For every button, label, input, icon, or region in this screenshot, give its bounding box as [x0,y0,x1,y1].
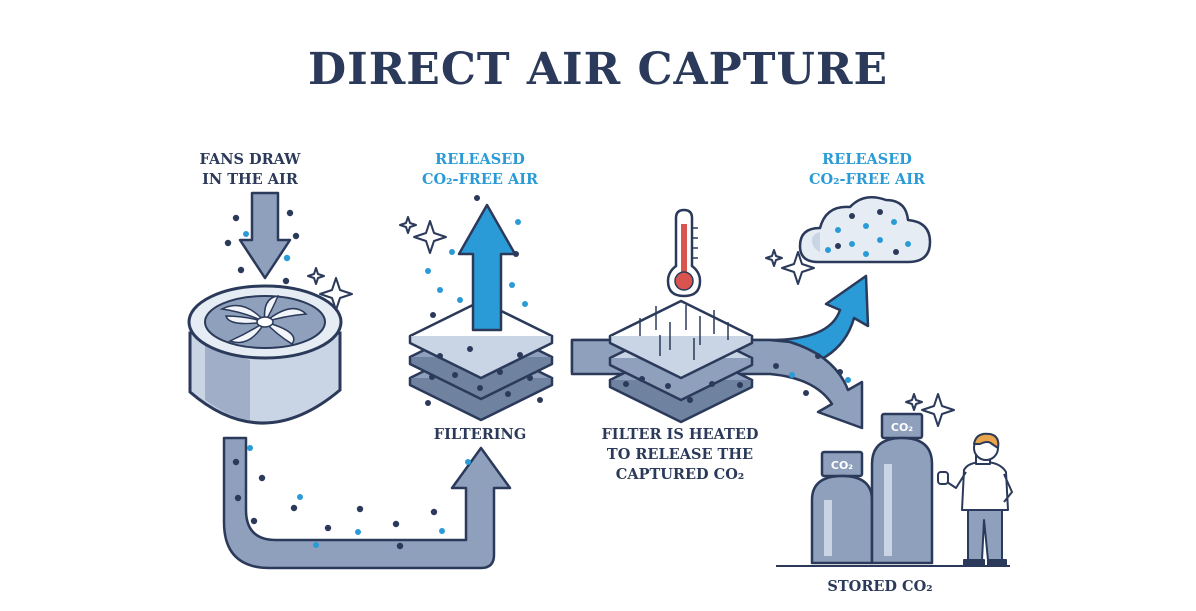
cloud-icon [798,195,932,264]
label-released-2-line2: CO₂-FREE AIR [808,171,926,188]
filter-1-particles [425,346,543,406]
thermometer-icon [666,208,702,298]
air-intake-arrow [238,191,292,280]
label-heated-line3: CAPTURED CO₂ [615,466,745,483]
air-duct [222,436,512,570]
label-heated-line2: TO RELEASE THE [606,446,754,463]
label-released-2-line1: RELEASED [822,151,912,168]
sparkle-icon [307,216,955,427]
label-fans-line2: IN THE AIR [202,171,298,188]
intake-particles [224,209,300,298]
co2-free-air-arrow-1 [457,203,517,332]
output-particles [773,353,851,396]
person-icon [937,432,1013,567]
filter-stack-2 [608,299,754,424]
label-filtering: FILTERING [433,426,527,443]
label-released-1-line2: CO₂-FREE AIR [421,171,539,188]
label-stored: STORED CO₂ [827,578,933,595]
filter-stack-1 [408,299,554,422]
released-particles-1 [425,195,528,318]
tank-small-label: CO₂ [831,459,853,472]
label-heated-line1: FILTER IS HEATED [601,426,759,443]
filter-2-particles [623,376,743,403]
diagram-title: DIRECT AIR CAPTURE [308,44,888,95]
label-fans: FANS DRAW IN THE AIR [185,150,315,190]
label-released-1: RELEASED CO₂-FREE AIR [405,150,555,190]
tank-large-label: CO₂ [891,421,913,434]
label-released-1-line1: RELEASED [435,151,525,168]
label-fans-line1: FANS DRAW [199,151,301,168]
label-released-2: RELEASED CO₂-FREE AIR [792,150,942,190]
duct-particles [232,445,471,550]
heat-lines [639,305,729,360]
label-heated: FILTER IS HEATED TO RELEASE THE CAPTURED… [590,425,770,485]
gas-tank-icon [810,412,934,565]
fan-icon [187,284,343,425]
